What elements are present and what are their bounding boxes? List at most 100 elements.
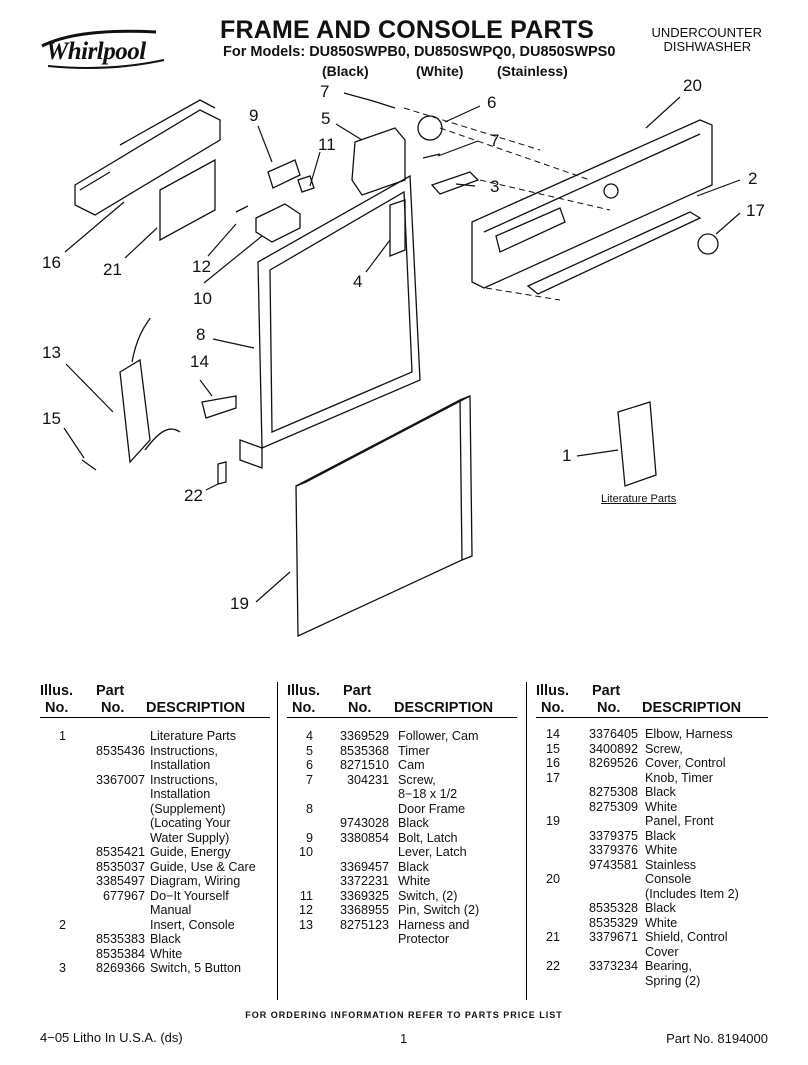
header-part-2: No.: [101, 700, 125, 716]
header-illus-2: No.: [45, 700, 69, 716]
part-number-cell: 8535383: [95, 932, 145, 946]
illus-number: 3: [58, 961, 66, 975]
timer-part: [351, 127, 406, 196]
description-cell: White: [645, 915, 678, 930]
callout-4: 4: [353, 272, 363, 291]
part-number-cell: 3373234: [588, 959, 638, 973]
description-cell: Black: [645, 901, 676, 915]
callout-20: 20: [683, 76, 702, 95]
harness-screw-part: [81, 459, 97, 471]
logo-swoosh-icon: [41, 29, 165, 69]
part-number-cell: 3369325: [339, 888, 389, 903]
callout-22: 22: [184, 486, 203, 505]
callout-7-top: 7: [320, 82, 330, 101]
description-cell: Diagram, Wiring: [150, 874, 241, 888]
header-illus-2: No.: [541, 700, 565, 716]
callout-12: 12: [192, 257, 211, 276]
part-number: Part No. 8194000: [666, 1031, 768, 1046]
description-cell: Installation: [150, 758, 211, 772]
header-part-2: No.: [348, 700, 372, 716]
description-cell: Guide, Energy: [150, 845, 231, 859]
part-number-cell: 3369529: [339, 729, 389, 743]
description-cell: Lever, Latch: [398, 845, 467, 859]
column-divider: [526, 682, 527, 1000]
description-cell: Instructions,: [150, 743, 218, 758]
illus-number: 17: [545, 770, 560, 785]
part-number-cell: 3385497: [95, 874, 145, 888]
description-cell: White: [398, 874, 431, 888]
illus-number: 14: [545, 727, 560, 741]
description-cell: Guide, Use & Care: [150, 859, 256, 874]
header-illus-2: No.: [292, 700, 316, 716]
harness-elbow-part: [201, 395, 237, 419]
part-number-cell: 8269526: [588, 756, 638, 770]
illus-number: 20: [545, 872, 560, 886]
callout-5: 5: [321, 109, 331, 128]
description-cell: Black: [398, 816, 429, 830]
callout-15: 15: [42, 409, 61, 428]
part-number-cell: 8535368: [339, 743, 389, 758]
part-number-cell: 3372231: [339, 874, 389, 888]
part-number-cell: 3367007: [95, 772, 145, 787]
category-line-2: DISHWASHER: [663, 39, 752, 54]
description-cell: Console: [645, 872, 692, 886]
illus-number: 6: [305, 758, 313, 772]
ordering-note: FOR ORDERING INFORMATION REFER TO PARTS …: [245, 1010, 563, 1020]
switch-5-button-part: [430, 171, 480, 195]
cam-part: [417, 115, 443, 141]
part-number-cell: 8269366: [95, 961, 145, 975]
header-description: DESCRIPTION: [146, 700, 246, 716]
appliance-category: UNDERCOUNTER DISHWASHER: [652, 26, 763, 54]
header-part-1: Part: [96, 683, 125, 699]
part-number-cell: 9743028: [339, 816, 389, 830]
part-number-cell: 3379376: [588, 843, 638, 857]
illus-number: 16: [545, 756, 560, 770]
description-cell: Literature Parts: [150, 729, 237, 743]
description-cell: Switch, 5 Button: [150, 961, 242, 975]
description-cell: White: [150, 946, 183, 961]
callout-16: 16: [42, 253, 61, 272]
callout-13: 13: [42, 343, 61, 362]
header-description: DESCRIPTION: [642, 700, 742, 716]
description-cell: Black: [398, 859, 429, 874]
timer-knob-part: [697, 233, 719, 255]
description-cell: Switch, (2): [398, 888, 458, 903]
callout-10: 10: [193, 289, 212, 308]
description-cell: Black: [150, 932, 181, 946]
header-illus-1: Illus.: [287, 683, 321, 699]
switch-part: [297, 175, 315, 193]
header-description: DESCRIPTION: [394, 700, 494, 716]
description-cell: White: [645, 843, 678, 857]
header-part-2: No.: [597, 700, 621, 716]
description-cell: Manual: [150, 903, 192, 917]
literature-parts-icon: [617, 401, 657, 487]
front-panel-part: [295, 395, 473, 638]
literature-parts-label: Literature Parts: [601, 493, 677, 505]
part-number-cell: 8535329: [588, 915, 638, 930]
description-cell: Stainless: [645, 857, 697, 872]
callout-9: 9: [249, 106, 259, 125]
callout-2: 2: [748, 169, 758, 188]
illus-number: 7: [305, 772, 313, 787]
description-cell: Installation: [150, 787, 211, 801]
callout-11: 11: [318, 135, 336, 154]
description-cell: Timer: [398, 743, 430, 758]
description-cell: Knob, Timer: [645, 770, 713, 785]
part-number-cell: 3379671: [588, 930, 638, 944]
illus-number: 2: [58, 917, 66, 932]
description-cell: Door Frame: [398, 801, 466, 816]
brand-name: Whirlpool: [46, 38, 146, 65]
part-number-cell: 8535436: [95, 743, 145, 758]
callout-3: 3: [490, 177, 500, 196]
part-number-cell: 3369457: [339, 859, 389, 874]
header-rule-3: [536, 717, 768, 718]
callout-21: 21: [103, 260, 122, 279]
page-title: FRAME AND CONSOLE PARTS: [220, 16, 595, 44]
control-cover-part: [74, 99, 221, 216]
part-number-cell: 304231: [346, 772, 389, 787]
description-cell: Do−It Yourself: [150, 888, 229, 903]
illus-number: 4: [305, 729, 313, 743]
part-number-cell: 8535421: [95, 845, 145, 859]
illus-number: 1: [58, 729, 66, 743]
wiring-harness-part: [119, 317, 181, 464]
